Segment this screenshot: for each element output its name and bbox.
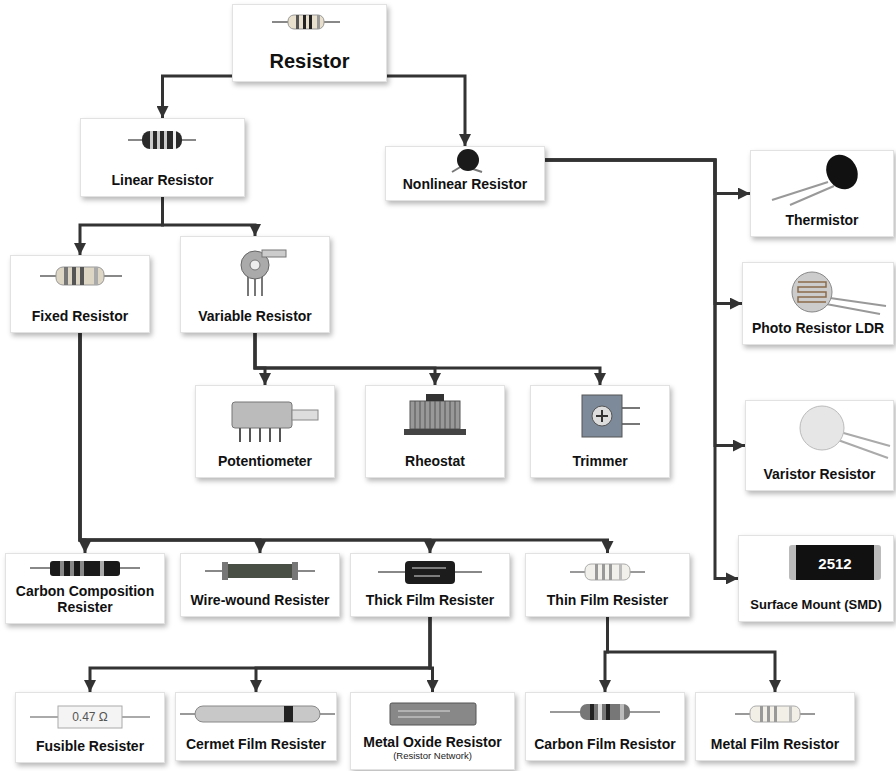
component-name: Wire-wound Resister [185, 592, 335, 608]
component-card: Metal Film Resistor [695, 692, 855, 761]
component-card: Nonlinear Resistor [385, 146, 545, 201]
connector-arrow [545, 160, 742, 304]
component-card: Potentiometer [195, 385, 335, 478]
thin-film-icon [570, 564, 645, 580]
component-name: Rheostat [370, 453, 500, 469]
component-card: Rheostat [365, 385, 505, 478]
connector-arrow [430, 617, 433, 692]
connector-arrow [163, 76, 233, 118]
connector-arrow [90, 617, 430, 692]
trimmer-icon [582, 395, 640, 437]
connector-arrow [163, 197, 256, 236]
component-card: Varistor Resistor [745, 400, 894, 491]
connector-arrow [80, 197, 163, 255]
component-name: Resistor [237, 50, 382, 73]
component-name: Cermet Film Resister [180, 736, 332, 752]
component-note: (Resistor Network) [355, 750, 510, 761]
linear-resistor-icon [128, 131, 196, 149]
connector-arrow [80, 333, 608, 553]
component-name: Metal Oxide Resistor [355, 734, 510, 750]
component-name: Thick Film Resister [355, 592, 505, 608]
connector-arrow [256, 617, 430, 692]
component-name: Nonlinear Resistor [390, 176, 540, 192]
size-code: 2512 [818, 555, 851, 572]
component-card: Carbon Composition Resister [5, 553, 165, 624]
wire-wound-icon [205, 562, 315, 580]
value-marking: 0.47 Ω [72, 710, 108, 724]
component-card: Photo Resistor LDR [742, 262, 894, 345]
thermistor-icon [772, 149, 864, 205]
connector-arrow [255, 333, 435, 385]
carbon-film-icon [550, 704, 660, 720]
carbon-composition-icon [30, 561, 140, 576]
rheostat-icon [404, 394, 466, 435]
component-name: Variable Resistor [185, 308, 325, 324]
connector-arrow [387, 76, 465, 146]
varistor-icon [800, 406, 890, 458]
component-name: Potentiometer [200, 453, 330, 469]
thick-film-icon [378, 561, 482, 584]
component-card: Fixed Resistor [10, 255, 150, 333]
component-name: Carbon Composition Resister [10, 583, 160, 615]
component-card: Resistor [232, 4, 387, 82]
variable-resistor-icon [241, 250, 286, 296]
connector-arrow [545, 160, 750, 194]
component-name: Photo Resistor LDR [747, 320, 889, 336]
component-card: Trimmer [530, 385, 670, 478]
resistor-icon [272, 15, 340, 29]
component-card: Wire-wound Resister [180, 553, 340, 617]
fixed-resistor-icon [40, 267, 122, 285]
component-name: Metal Film Resistor [700, 736, 850, 752]
cermet-film-icon [180, 706, 335, 722]
metal-oxide-icon [390, 703, 476, 725]
component-card: Cermet Film Resister [175, 692, 337, 761]
component-name: Thin Film Resister [530, 592, 685, 608]
smd-resistor-icon [789, 545, 881, 580]
component-card: Variable Resistor [180, 236, 330, 333]
connector-arrow [80, 333, 260, 553]
connector-arrow [80, 333, 430, 553]
fusible-icon [30, 706, 150, 728]
component-card: Surface Mount (SMD) [738, 535, 894, 622]
component-name: Fixed Resistor [15, 308, 145, 324]
component-name: Fusible Resister [20, 738, 160, 754]
component-name: Varistor Resistor [750, 466, 889, 482]
connector-arrow [255, 333, 600, 385]
metal-film-icon [735, 706, 815, 722]
photo-resistor-icon [792, 272, 886, 314]
component-card: Linear Resistor [80, 118, 245, 197]
component-card: Fusible Resister [15, 692, 165, 763]
connector-arrow [608, 617, 776, 692]
component-name: Linear Resistor [85, 172, 240, 188]
nonlinear-resistor-icon [452, 149, 482, 172]
component-name: Thermistor [755, 212, 889, 228]
component-name: Carbon Film Resistor [530, 736, 680, 752]
component-card: Thermistor [750, 150, 894, 237]
component-card: Metal Oxide Resistor(Resistor Network) [350, 692, 515, 770]
component-name: Surface Mount (SMD) [743, 598, 889, 613]
potentiometer-icon [232, 402, 318, 442]
component-name: Trimmer [535, 453, 665, 469]
component-card: Carbon Film Resistor [525, 692, 685, 761]
component-card: Thick Film Resister [350, 553, 510, 617]
component-card: Thin Film Resister [525, 553, 690, 617]
